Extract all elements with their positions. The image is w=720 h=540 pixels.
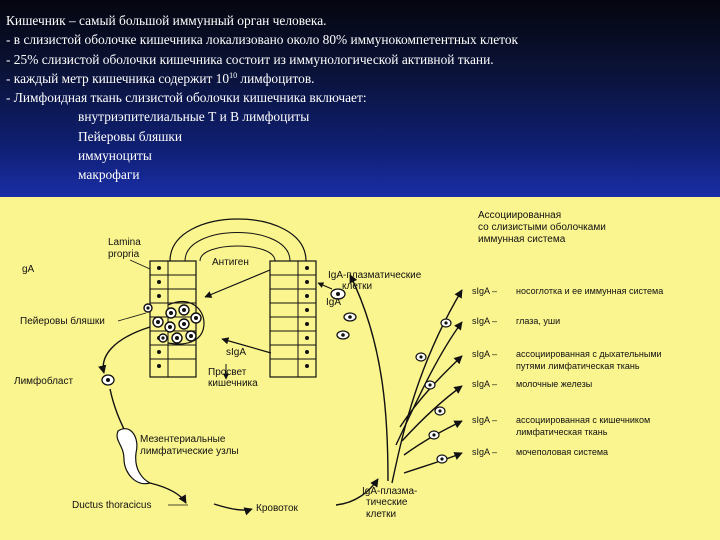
target-prefix: sIgA –: [472, 379, 497, 389]
mesenteric-label-1: Мезентериальные: [140, 434, 226, 445]
header-line-4: - каждый метр кишечника содержит 1010 ли…: [6, 69, 718, 88]
node-to-duct-arrow: [150, 483, 186, 503]
lamina-label-1: Lamina: [108, 237, 141, 248]
peyer-pointer: [118, 313, 146, 321]
iga-small-label: IgA: [326, 297, 341, 308]
system-title-1: Ассоциированная: [478, 210, 561, 221]
iga-left-label: gA: [22, 264, 35, 275]
header-line-4-exponent: 10: [229, 71, 237, 80]
lumen-label-2: кишечника: [208, 378, 258, 389]
header-panel: Кишечник – самый большой иммунный орган …: [0, 0, 720, 197]
iga-plasma-bottom-label-1: IgA-плазма-: [362, 486, 417, 497]
diagram-svg: Lamina propria Антиген gA Пейеровы бляшк…: [0, 197, 720, 540]
sublist-item: иммуноциты: [6, 146, 718, 165]
right-epithelium: [270, 261, 316, 377]
header-line-1: Кишечник – самый большой иммунный орган …: [6, 11, 718, 30]
iga-plasma-bottom-label-2: тические: [366, 497, 408, 508]
target-prefix: sIgA –: [472, 286, 497, 296]
target-prefix: sIgA –: [472, 349, 497, 359]
header-line-4-text: - каждый метр кишечника содержит 10: [6, 71, 229, 86]
header-line-2: - в слизистой оболочке кишечника локализ…: [6, 30, 718, 49]
lymphoblast-nucleus: [106, 378, 110, 382]
iga-plasma-top-label-1: IgA-плазматические: [328, 270, 422, 281]
target-text: молочные железы: [516, 379, 592, 389]
sublist-item: макрофаги: [6, 165, 718, 184]
target-prefix: sIgA –: [472, 447, 497, 457]
sublist-item: Пейеровы бляшки: [6, 127, 718, 146]
plasma-to-mucosa-arrow: [318, 283, 332, 289]
mesenteric-label-2: лимфатические узлы: [140, 445, 239, 457]
target-text: мочеполовая система: [516, 447, 608, 457]
peyer-label: Пейеровы бляшки: [20, 315, 105, 327]
header-line-3: - 25% слизистой оболочки кишечника состо…: [6, 50, 718, 69]
plasma-return-arrow: [350, 275, 388, 481]
peyer-to-lymphoblast-arrow: [103, 327, 150, 373]
target-text: путями лимфатическая ткань: [516, 361, 640, 371]
system-title-3: иммунная система: [478, 234, 566, 245]
target-prefix: sIgA –: [472, 415, 497, 425]
target-text: ассоциированная с дыхательными: [516, 349, 662, 359]
lamina-label-2: propria: [108, 249, 140, 260]
bloodstream-label: Кровоток: [256, 503, 299, 514]
antigen-label: Антиген: [212, 257, 249, 268]
header-line-4-suffix: лимфоцитов.: [237, 71, 314, 86]
ductus-label: Ductus thoracicus: [72, 500, 151, 511]
lumen-arch: [170, 219, 306, 261]
duct-to-blood-arrow: [214, 504, 252, 510]
immune-diagram: Lamina propria Антиген gA Пейеровы бляшк…: [0, 197, 720, 540]
header-line-5: - Лимфоидная ткань слизистой оболочки ки…: [6, 88, 718, 107]
target-text: ассоциированная с кишечником: [516, 415, 650, 425]
system-title-2: со слизистыми оболочками: [478, 221, 606, 233]
lamina-pointer: [130, 260, 150, 269]
target-text: лимфатическая ткань: [516, 427, 608, 437]
iga-plasma-bottom-label-3: клетки: [366, 509, 396, 520]
header-text: Кишечник – самый большой иммунный орган …: [6, 11, 718, 185]
lumen-label-1: Просвет: [208, 367, 247, 378]
target-prefix: sIgA –: [472, 316, 497, 326]
iga-plasma-top-label-2: клетки: [342, 281, 372, 292]
lymphoblast-label: Лимфобласт: [14, 375, 73, 387]
target-text: глаза, уши: [516, 316, 560, 326]
antigen-arrow: [205, 270, 270, 297]
sublist-item: внутриэпителиальные Т и В лимфоциты: [6, 107, 718, 126]
target-text: носоглотка и ее иммунная система: [516, 286, 663, 296]
siga-center-label: sIgA: [226, 347, 246, 358]
